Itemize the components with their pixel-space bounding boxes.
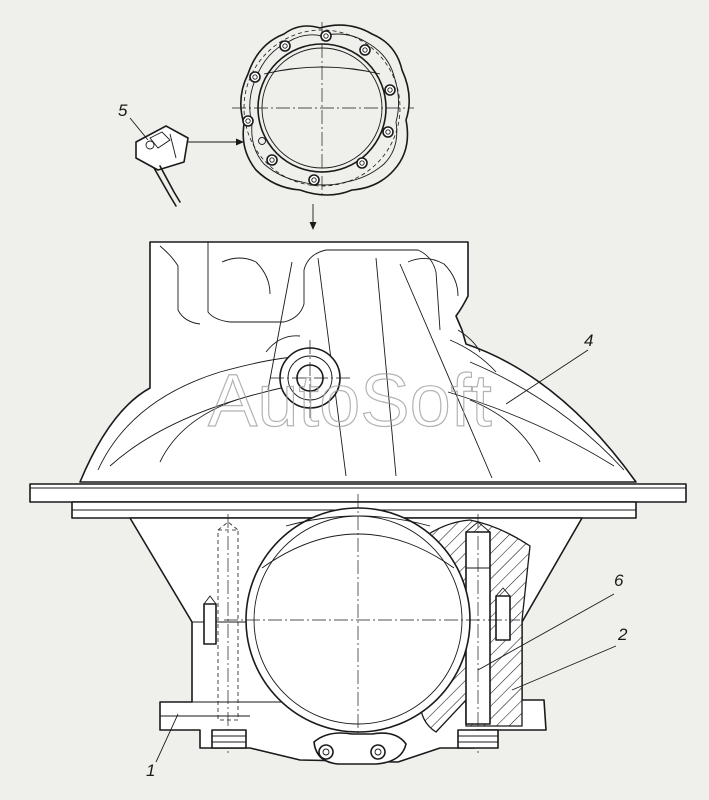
watermark: AutoSoft xyxy=(208,359,492,442)
upper-housing xyxy=(29,241,687,519)
sensor-part-5 xyxy=(135,125,189,207)
lower-body xyxy=(129,494,583,765)
arrows xyxy=(188,138,317,230)
callout-5: 5 xyxy=(118,101,128,120)
flange-detail-view xyxy=(232,22,414,198)
bolt-holes xyxy=(242,30,396,186)
callout-1: 1 xyxy=(146,761,155,780)
callout-2: 2 xyxy=(617,625,628,644)
leader-lines xyxy=(129,117,617,763)
callout-4: 4 xyxy=(584,331,593,350)
callout-6: 6 xyxy=(614,571,624,590)
callout-labels: 5 4 6 2 1 xyxy=(118,101,628,780)
